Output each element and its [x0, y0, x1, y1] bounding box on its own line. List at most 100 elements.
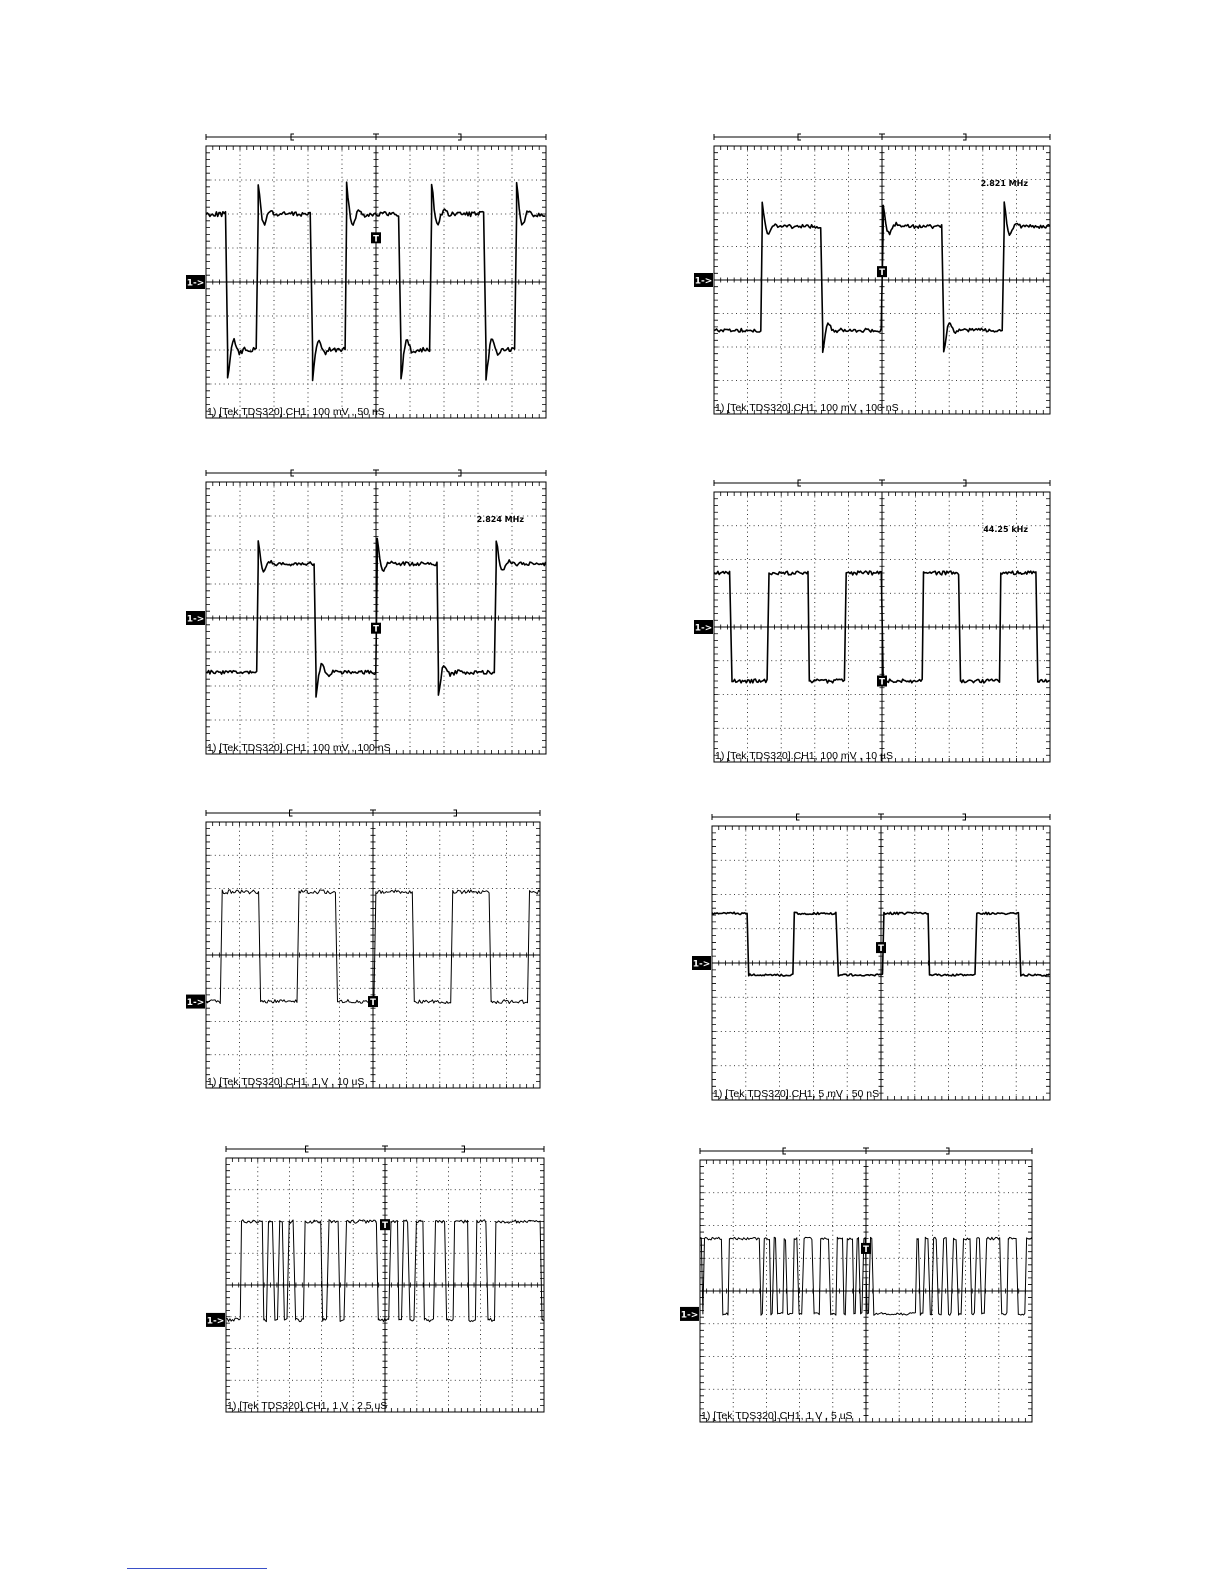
trigger-marker-label: T: [879, 678, 885, 688]
trigger-marker-label: T: [878, 944, 884, 954]
trigger-marker-label: T: [370, 998, 376, 1008]
scope-plot-area: 1-> T 1) [Tek TDS320].CH1, 1 V , 5 uS: [680, 1147, 1033, 1423]
trigger-position-marker: [863, 1147, 869, 1154]
window-bracket-right: [946, 1147, 950, 1155]
trigger-position-marker: [879, 133, 885, 140]
window-bracket-right: [963, 479, 967, 487]
oscilloscope-panel: 1-> T 1) [Tek TDS320].CH1, 5 mV , 50 nS: [690, 812, 1054, 1104]
window-bracket-left: [797, 479, 801, 487]
channel-marker-box: [186, 994, 205, 1009]
oscilloscope-panel: 1-> T 1) [Tek TDS320].CH1, 1 V , 10 uS: [184, 808, 544, 1092]
graticule-minor-ticks: [713, 491, 1051, 763]
window-bracket-right: [453, 809, 457, 817]
graticule-minor-ticks: [205, 481, 547, 755]
channel-marker-label: 1->: [681, 1310, 699, 1320]
trigger-marker-box: [877, 266, 887, 278]
trigger-marker-box: [861, 1242, 871, 1254]
channel-marker-label: 1->: [693, 960, 711, 970]
scope-plot-area: 1-> T 1) [Tek TDS320].CH1, 1 V , 2.5 uS: [206, 1145, 545, 1413]
oscilloscope-panel: 1-> T 1) [Tek TDS320].CH1, 1 V , 2.5 uS: [204, 1144, 548, 1416]
trigger-position-marker: [373, 133, 379, 140]
graticule-minor-ticks: [713, 145, 1051, 415]
scope-plot-area: 1-> T 2.821 MHz 1) [Tek TDS320].CH1, 100 mV…: [694, 133, 1051, 415]
scope-caption: 1) [Tek TDS320].CH1, 100 mV , 100 nS: [207, 742, 391, 754]
channel-marker-label: 1->: [207, 1316, 225, 1326]
trigger-marker-label: T: [863, 1245, 869, 1255]
trigger-marker-box: [876, 942, 886, 954]
oscilloscope-panel: 1-> T 2.821 MHz 1) [Tek TDS320].CH1, 100 mV…: [692, 132, 1054, 418]
window-bracket-right: [458, 469, 462, 477]
oscilloscope-panel: 1-> T 1) [Tek TDS320].CH1, 1 V , 5 uS: [678, 1146, 1036, 1426]
scope-plot-area: 1-> T 1) [Tek TDS320].CH1, 100 mV , 50 nS: [186, 133, 547, 419]
waveform-trace: [699, 1236, 1033, 1316]
channel-marker-label: 1->: [187, 998, 205, 1008]
graticule-minor-ticks: [205, 821, 541, 1089]
window-bracket-left: [290, 133, 294, 141]
trigger-position-marker: [878, 813, 884, 820]
channel-marker-box: [692, 956, 711, 970]
channel-marker-label: 1->: [187, 615, 205, 625]
trigger-marker-label: T: [373, 234, 379, 244]
window-bracket-left: [797, 133, 801, 141]
trigger-marker-box: [371, 232, 381, 244]
frequency-readout: 2.821 MHz: [981, 179, 1029, 188]
trigger-marker-box: [368, 996, 378, 1008]
waveform-trace: [713, 201, 1051, 354]
window-bracket-left: [305, 1145, 309, 1153]
scope-svg: 1-> T 44.25 kHz 1) [Tek TDS320].CH1, 100 mV…: [694, 479, 1051, 763]
scope-caption: 1) [Tek TDS320].CH1, 5 mV , 50 nS: [713, 1088, 879, 1100]
channel-marker-label: 1->: [695, 624, 713, 634]
channel-marker-box: [206, 1312, 225, 1327]
scope-caption: 1) [Tek TDS320].CH1, 1 V , 10 uS: [207, 1076, 364, 1088]
window-bracket-right: [963, 133, 967, 141]
frequency-readout: 2.824 MHz: [477, 515, 525, 524]
channel-marker-box: [186, 275, 205, 289]
scope-svg: 1-> T 1) [Tek TDS320].CH1, 5 mV , 50 nS: [692, 813, 1051, 1101]
trigger-marker-box: [877, 675, 887, 687]
channel-marker-label: 1->: [187, 279, 205, 289]
window-bracket-right: [458, 133, 462, 141]
scope-caption: 1) [Tek TDS320].CH1, 1 V , 2.5 uS: [227, 1400, 387, 1412]
scope-caption: 1) [Tek TDS320].CH1, 100 mV , 100 nS: [715, 402, 899, 414]
scope-plot-area: 1-> T 1) [Tek TDS320].CH1, 1 V , 10 uS: [186, 809, 541, 1089]
scope-svg: 1-> T 1) [Tek TDS320].CH1, 1 V , 5 uS: [680, 1147, 1033, 1423]
channel-marker-box: [694, 620, 713, 634]
scope-caption: 1) [Tek TDS320].CH1, 100 mV , 10 µS: [715, 750, 893, 762]
trigger-position-marker: [373, 469, 379, 476]
channel-marker-box: [694, 273, 713, 287]
scope-svg: 1-> T 2.821 MHz 1) [Tek TDS320].CH1, 100 mV…: [694, 133, 1051, 415]
scope-caption: 1) [Tek TDS320].CH1, 1 V , 5 uS: [701, 1410, 853, 1422]
trigger-marker-label: T: [382, 1221, 388, 1231]
waveform-trace: [205, 537, 547, 698]
footer-rule: [127, 1568, 267, 1569]
oscilloscope-panel: 1-> T 1) [Tek TDS320].CH1, 100 mV , 50 nS: [184, 132, 550, 422]
waveform-trace: [711, 911, 1050, 977]
window-bracket-left: [289, 809, 293, 817]
scope-caption: 1) [Tek TDS320].CH1, 100 mV , 50 nS: [207, 406, 385, 418]
trigger-marker-box: [371, 622, 381, 634]
channel-marker-box: [680, 1306, 699, 1321]
scope-svg: 1-> T 1) [Tek TDS320].CH1, 1 V , 10 uS: [186, 809, 541, 1089]
window-bracket-left: [796, 813, 800, 821]
channel-marker-label: 1->: [695, 277, 713, 287]
trigger-position-marker: [382, 1145, 388, 1152]
scope-plot-area: 1-> T 44.25 kHz 1) [Tek TDS320].CH1, 100 mV…: [694, 479, 1051, 763]
window-bracket-right: [461, 1145, 465, 1153]
trigger-marker-label: T: [879, 268, 885, 278]
trigger-position-marker: [370, 809, 376, 816]
window-bracket-left: [782, 1147, 786, 1155]
frequency-readout: 44.25 kHz: [983, 525, 1028, 534]
window-bracket-right: [962, 813, 966, 821]
graticule-minor-ticks: [711, 825, 1051, 1101]
trigger-marker-box: [380, 1219, 390, 1231]
waveform-trace: [225, 1219, 544, 1323]
scope-plot-area: 1-> T 1) [Tek TDS320].CH1, 5 mV , 50 nS: [692, 813, 1051, 1101]
waveform-trace: [205, 181, 546, 382]
scope-svg: 1-> T 1) [Tek TDS320].CH1, 100 mV , 50 nS: [186, 133, 547, 419]
oscilloscope-panel: 1-> T 44.25 kHz 1) [Tek TDS320].CH1, 100 mV…: [692, 478, 1054, 766]
trigger-position-marker: [879, 479, 885, 486]
graticule-minor-ticks: [225, 1157, 545, 1413]
